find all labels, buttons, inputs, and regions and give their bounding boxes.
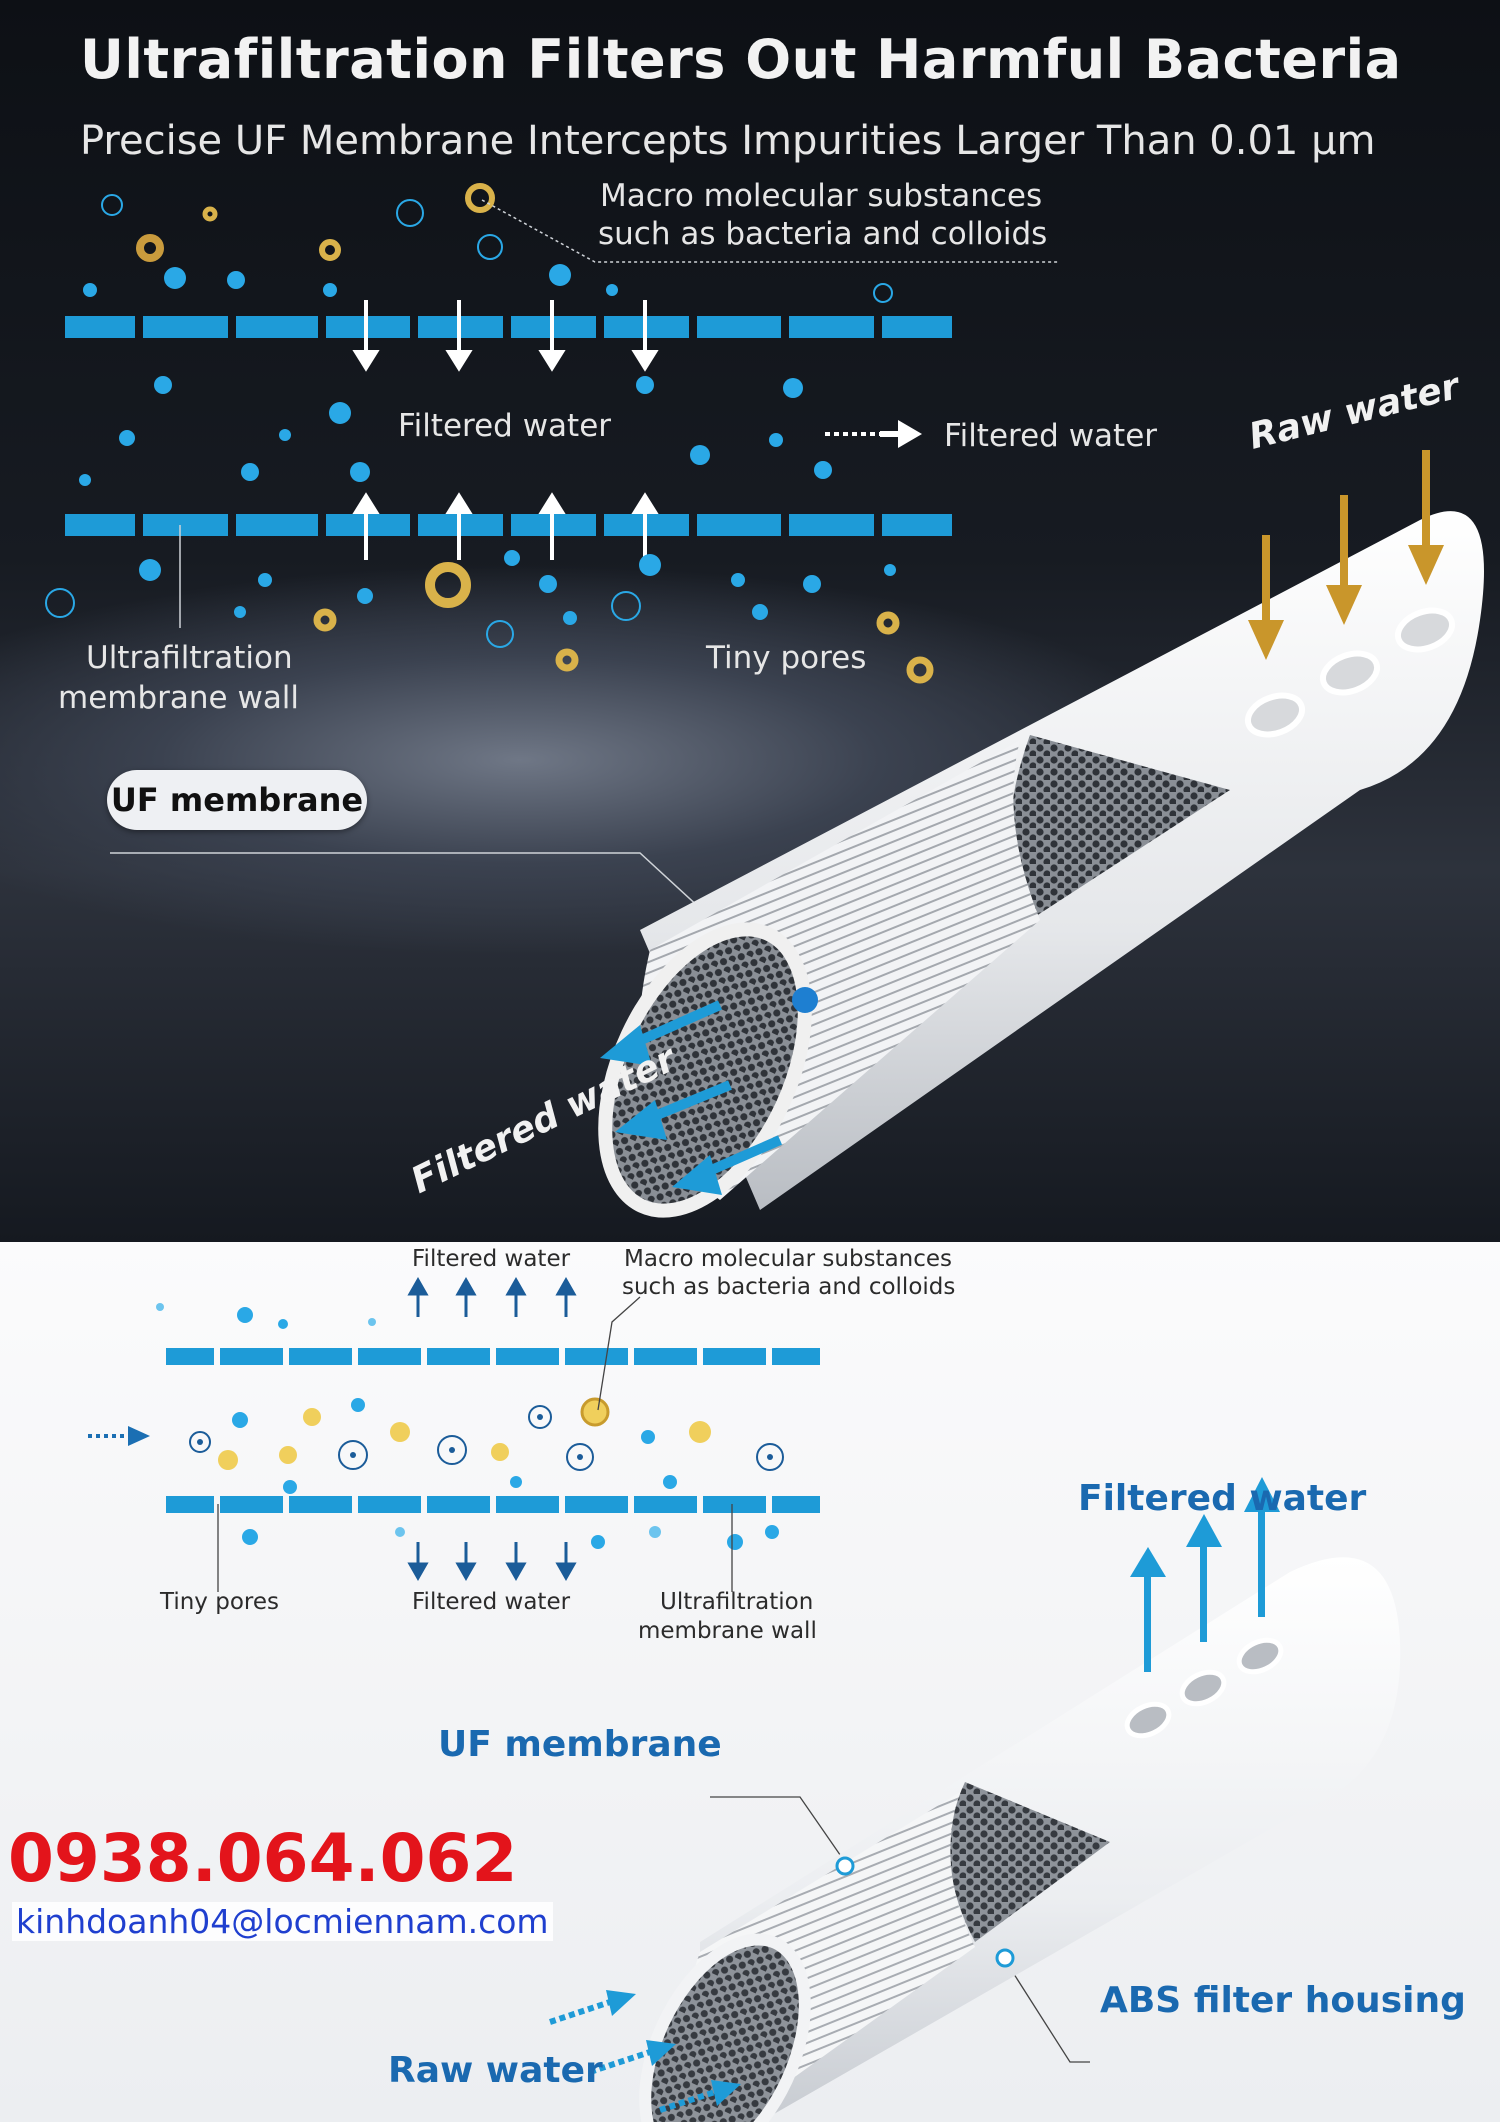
- bottom-panel: Filtered water Macro molecular substance…: [0, 1242, 1500, 2122]
- tiny-pores-label: Tiny pores: [706, 640, 867, 676]
- bottom-leader-lines: [217, 1296, 1090, 2063]
- raw-water-flow-arrow: [88, 1426, 150, 1446]
- macro-label-top-line1: Macro molecular substances: [600, 178, 1043, 214]
- filtered-water-bottom-label: Filtered water: [412, 1589, 571, 1615]
- macro-label-bottom-line1: Macro molecular substances: [624, 1246, 953, 1272]
- bottom-diagram-graphics: [88, 1276, 1401, 2122]
- upper-membrane-wall: [65, 316, 952, 338]
- filtered-water-arrows-tube-top: [600, 1000, 783, 1195]
- uf-membrane-label-bottom: UF membrane: [438, 1724, 722, 1765]
- raw-water-arrows-top: [1248, 450, 1444, 660]
- top-panel: Ultrafiltration Filters Out Harmful Bact…: [0, 0, 1500, 1242]
- tiny-pores-label-bottom: Tiny pores: [160, 1589, 279, 1615]
- raw-water-arrows-tube-bottom: [549, 1990, 741, 2113]
- upper-membrane-wall-bottom: [166, 1348, 820, 1365]
- water-particles: [79, 264, 896, 625]
- macro-label-bottom-line2: such as bacteria and colloids: [622, 1274, 956, 1300]
- top-diagram-graphics: [45, 183, 1484, 1218]
- page-subtitle: Precise UF Membrane Intercepts Impuritie…: [80, 118, 1376, 164]
- filtered-water-arrows-top: [352, 300, 659, 560]
- filtered-water-arrows-bottom: [407, 1276, 577, 1582]
- filtered-water-center-label: Filtered water: [398, 408, 612, 444]
- lower-membrane-wall-bottom: [166, 1496, 820, 1513]
- membrane-wall-bottom-line1: Ultrafiltration: [660, 1589, 814, 1615]
- filtered-water-top-label: Filtered water: [412, 1246, 571, 1272]
- lower-membrane-wall: [65, 514, 952, 536]
- page-title: Ultrafiltration Filters Out Harmful Bact…: [80, 28, 1402, 91]
- particles-bottom: [156, 1303, 784, 1550]
- membrane-wall-label-line1: Ultrafiltration: [86, 640, 293, 676]
- abs-filter-housing-label: ABS filter housing: [1100, 1980, 1466, 2021]
- uf-membrane-pill: UF membrane: [107, 770, 367, 830]
- membrane-wall-bottom-line2: membrane wall: [638, 1618, 817, 1644]
- contact-email[interactable]: kinhdoanh04@locmiennam.com: [12, 1902, 553, 1941]
- uf-cartridge-top: [598, 511, 1484, 1218]
- filtered-water-right-label: Filtered water: [944, 418, 1158, 454]
- raw-water-label-bottom: Raw water: [388, 2050, 603, 2091]
- membrane-wall-label-line2: membrane wall: [58, 680, 300, 716]
- uf-cartridge-bottom: [639, 1557, 1401, 2122]
- filtered-water-arrows-tube-bottom: [1130, 1477, 1280, 1672]
- contact-phone[interactable]: 0938.064.062: [8, 1820, 518, 1897]
- impurity-particles: [45, 183, 934, 684]
- macro-label-top-line2: such as bacteria and colloids: [598, 216, 1048, 252]
- filtered-water-right-arrow: [825, 420, 922, 448]
- filtered-water-tube-label-bottom: Filtered water: [1078, 1478, 1367, 1519]
